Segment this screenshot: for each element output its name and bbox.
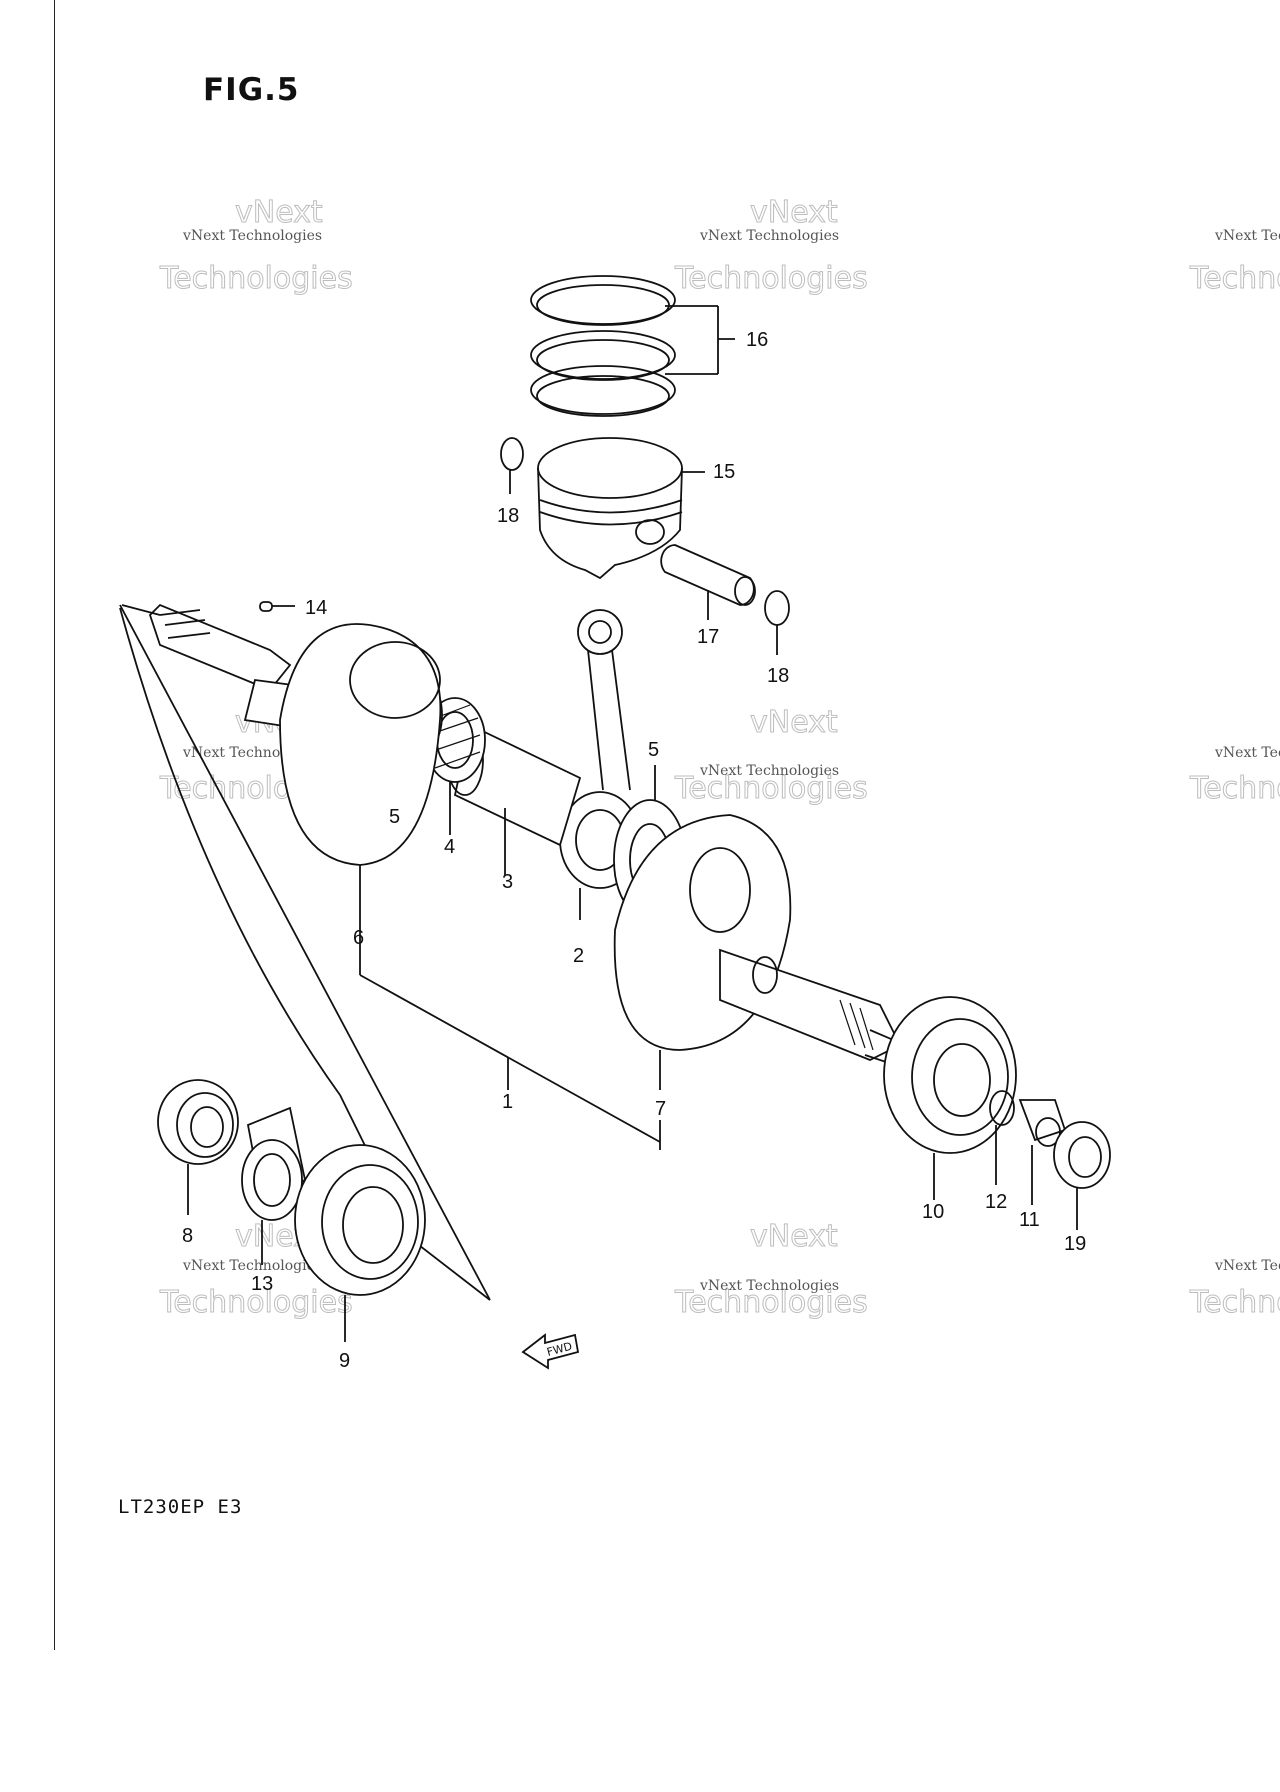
oil-seal-19 xyxy=(1053,1121,1111,1230)
svg-text:Technologies: Technologies xyxy=(1189,261,1280,296)
svg-text:vNext: vNext xyxy=(750,1219,838,1254)
callout-19: 19 xyxy=(1064,1233,1086,1255)
svg-text:vNext: vNext xyxy=(750,195,838,230)
svg-text:vNext Technologies: vNext Technologies xyxy=(182,1258,322,1274)
bearing-9 xyxy=(294,1144,426,1342)
circlip-left xyxy=(500,437,524,494)
callout-10: 10 xyxy=(922,1201,944,1223)
callout-16: 16 xyxy=(746,329,768,351)
svg-text:vNext Technologies: vNext Technologies xyxy=(1214,228,1280,244)
watermarks: Technologies vNext vNext Technologies Te… xyxy=(159,195,1280,1321)
crank-half-left xyxy=(148,603,442,975)
callout-1: 1 xyxy=(502,1091,513,1113)
callout-7: 7 xyxy=(655,1098,666,1120)
svg-text:vNext Technologies: vNext Technologies xyxy=(1214,745,1280,761)
callout-13: 13 xyxy=(251,1273,273,1295)
callout-18b: 18 xyxy=(767,665,789,687)
watermark: Technologies vNext vNext Technologies xyxy=(159,195,354,297)
callout-14: 14 xyxy=(305,597,327,619)
bearing-10 xyxy=(883,996,1017,1200)
svg-text:Technologies: Technologies xyxy=(159,261,353,296)
woodruff-key-14 xyxy=(259,601,295,612)
model-code: LT230EP E3 xyxy=(118,1496,243,1518)
svg-text:vNext: vNext xyxy=(750,705,838,740)
fwd-label: FWD xyxy=(545,1340,573,1359)
callout-5b: 5 xyxy=(648,739,659,761)
svg-text:Technologies: Technologies xyxy=(159,1285,353,1320)
callout-4: 4 xyxy=(444,836,455,858)
callout-6: 6 xyxy=(353,927,364,949)
callout-11: 11 xyxy=(1019,1209,1040,1231)
svg-text:vNext Technologies: vNext Technologies xyxy=(1214,1258,1280,1274)
svg-text:vNext Technologies: vNext Technologies xyxy=(699,1278,839,1294)
svg-text:Technologies: Technologies xyxy=(674,1285,868,1320)
svg-text:Technologies: Technologies xyxy=(674,261,868,296)
circlip-right xyxy=(764,590,790,655)
watermark: Technologies vNext Technologies xyxy=(1189,228,1280,297)
fwd-arrow-icon: FWD xyxy=(521,1333,580,1370)
callout-5: 5 xyxy=(389,806,400,828)
callout-15: 15 xyxy=(713,461,735,483)
watermark: Technologies vNext vNext Technologies xyxy=(674,1219,869,1321)
watermark: Technologies vNext Technologies xyxy=(1189,745,1280,807)
svg-text:vNext Technologies: vNext Technologies xyxy=(699,763,839,779)
page-border xyxy=(54,0,55,1650)
callout-3: 3 xyxy=(502,871,513,893)
callout-2: 2 xyxy=(573,945,584,967)
callout-12: 12 xyxy=(985,1191,1007,1213)
piston-pin xyxy=(660,544,756,620)
svg-text:Technologies: Technologies xyxy=(674,771,868,806)
crank-half-right xyxy=(613,814,907,1090)
callout-labels: 1 2 3 4 5 5 6 7 8 9 10 11 12 13 14 15 16… xyxy=(182,329,1086,1372)
svg-text:vNext: vNext xyxy=(235,195,323,230)
watermark: Technologies vNext Technologies xyxy=(1189,1258,1280,1321)
svg-text:vNext Technologies: vNext Technologies xyxy=(699,228,839,244)
watermark: Technologies vNext vNext Technologies xyxy=(674,705,869,807)
svg-text:vNext Technologies: vNext Technologies xyxy=(182,228,322,244)
callout-18: 18 xyxy=(497,505,519,527)
callout-8: 8 xyxy=(182,1225,193,1247)
connecting-rod xyxy=(559,609,641,920)
o-ring-12 xyxy=(989,1090,1015,1185)
callout-9: 9 xyxy=(339,1350,350,1372)
piston xyxy=(537,437,705,580)
svg-text:Technologies: Technologies xyxy=(1189,771,1280,806)
watermark: Technologies vNext vNext Technologies xyxy=(674,195,869,297)
figure-title: FIG.5 xyxy=(203,72,300,108)
bearing-8 xyxy=(157,1079,239,1215)
crankshaft-assembly-bracket xyxy=(359,974,661,1150)
svg-text:Technologies: Technologies xyxy=(1189,1285,1280,1320)
callout-17: 17 xyxy=(697,626,719,648)
piston-rings xyxy=(530,275,735,417)
